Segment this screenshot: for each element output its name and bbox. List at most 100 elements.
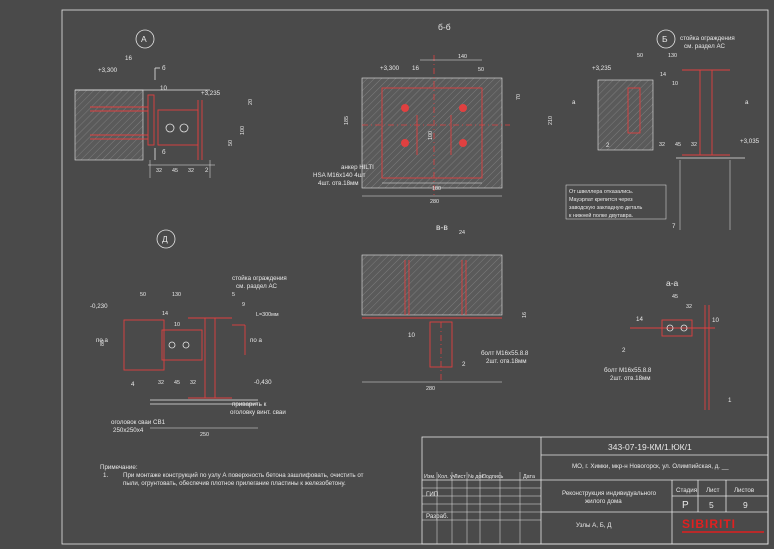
svg-text:Кол. уч: Кол. уч [438,474,456,480]
notes-title: Примечание: [100,464,138,471]
svg-text:130: 130 [172,292,181,298]
svg-text:б: б [162,65,166,72]
svg-text:10: 10 [712,317,719,324]
node-b-note-box [565,184,667,220]
svg-text:2: 2 [622,347,626,354]
svg-text:2: 2 [205,167,209,174]
svg-text:24: 24 [459,230,465,236]
svg-text:заводскую закладную деталь: заводскую закладную деталь [569,205,643,211]
svg-text:50: 50 [478,67,484,73]
svg-text:7: 7 [672,223,676,230]
anchor-hole [459,104,467,112]
svg-text:+3,300: +3,300 [98,67,118,74]
svg-text:14: 14 [636,316,643,323]
role-chief-engineer: ГИП [426,491,438,498]
svg-text:1: 1 [728,397,732,404]
project-title-2: жилого дома [585,498,622,505]
drawing-code: 343-07-19-КМ/1.ЮК/1 [608,442,692,452]
section-bb-plate [381,87,483,179]
svg-text:по а: по а [96,337,109,344]
svg-text:стойка ограждения: стойка ограждения [232,275,287,282]
section-aa: а-а 45 32 14 10 2 1 болт M16x55.8.8 2шт.… [604,278,732,410]
svg-text:45: 45 [174,380,180,386]
section-vv-label: в-в [436,222,448,232]
sheet-value: 5 [709,500,714,510]
project-title: Реконструкция индивидуального [562,490,657,497]
node-a: А б б +3,300 +3,235 16 10 2 20 100 50 32… [74,29,254,178]
svg-text:100: 100 [240,126,246,135]
svg-text:+3,035: +3,035 [740,138,760,145]
svg-text:Лист: Лист [706,487,720,494]
svg-text:2шт. отв.18мм: 2шт. отв.18мм [486,358,527,365]
sheet-frame [61,9,769,545]
drawing-title: Узлы А, Б, Д [576,522,612,529]
svg-text:14: 14 [660,72,666,78]
svg-text:70: 70 [516,94,522,100]
svg-text:80: 80 [100,340,106,346]
sheets-value: 9 [743,500,748,510]
general-notes: Примечание: 1. При монтаже конструкций п… [100,464,364,487]
svg-text:32: 32 [659,142,665,148]
svg-text:10: 10 [672,81,678,87]
svg-text:250: 250 [200,432,209,438]
svg-text:10: 10 [160,85,167,92]
svg-text:32: 32 [686,304,692,310]
svg-text:-0,230: -0,230 [90,303,108,310]
section-aa-label: а-а [666,278,679,288]
svg-text:Мауэрлат крепится через: Мауэрлат крепится через [569,197,633,203]
svg-text:185: 185 [344,116,350,125]
node-a-concrete [74,89,144,161]
section-bb-concrete [361,77,503,189]
svg-text:а: а [572,99,576,106]
svg-text:32: 32 [156,168,162,174]
svg-text:50: 50 [637,53,643,59]
node-b-column [699,69,713,156]
node-b-concrete [597,79,654,151]
svg-text:32: 32 [158,380,164,386]
svg-text:оголовку винт. сваи: оголовку винт. сваи [230,409,286,416]
svg-text:280: 280 [426,386,435,392]
svg-text:130: 130 [668,53,677,59]
svg-text:32: 32 [691,142,697,148]
section-bb-label: б-б [438,22,451,32]
node-a-marker [135,29,155,49]
notes-item-number: 1. [103,472,108,479]
node-b: Б стойка ограждения см. раздел АС +3,235… [565,29,760,230]
node-d-marker [156,229,176,249]
svg-text:45: 45 [675,142,681,148]
svg-text:45: 45 [172,168,178,174]
svg-text:L=300мм: L=300мм [256,312,279,318]
node-b-label: Б [662,34,668,44]
notes-item-line-1: При монтаже конструкций по узлу А поверх… [123,472,364,479]
svg-text:2шт. отв.18мм: 2шт. отв.18мм [610,375,651,382]
svg-text:2: 2 [462,361,466,368]
svg-text:стойка ограждения: стойка ограждения [680,35,735,42]
svg-text:5: 5 [232,292,235,298]
svg-text:32: 32 [188,168,194,174]
anchor-hole [401,139,409,147]
node-a-rib [157,109,199,146]
svg-text:болт M16x55.8.8: болт M16x55.8.8 [481,350,529,357]
svg-text:Листов: Листов [734,487,755,494]
svg-text:Дата: Дата [523,474,535,480]
svg-text:по а: по а [250,337,263,344]
node-a-plate [147,94,155,146]
title-block: 343-07-19-КМ/1.ЮК/1 МО, г. Химки, мкр-н … [421,436,769,545]
svg-text:Подпись: Подпись [482,474,504,480]
svg-text:Стадия: Стадия [676,487,697,494]
svg-text:Лист: Лист [454,474,466,480]
node-d: Д стойка ограждения см. раздел АС -0,230… [90,229,287,438]
company-logo: SIBIRITI [682,517,736,531]
svg-text:100: 100 [428,131,434,140]
node-d-label: Д [162,234,168,244]
anchor-hole [459,139,467,147]
svg-text:14: 14 [162,311,168,317]
svg-text:4: 4 [131,381,135,388]
node-b-marker [656,29,676,49]
svg-text:45: 45 [672,294,678,300]
svg-text:+3,300: +3,300 [380,65,400,72]
notes-item-line-2: пыли, огрунтовать, обеспечив плотное при… [123,480,346,487]
svg-text:10: 10 [408,332,415,339]
node-d-column [204,317,216,399]
